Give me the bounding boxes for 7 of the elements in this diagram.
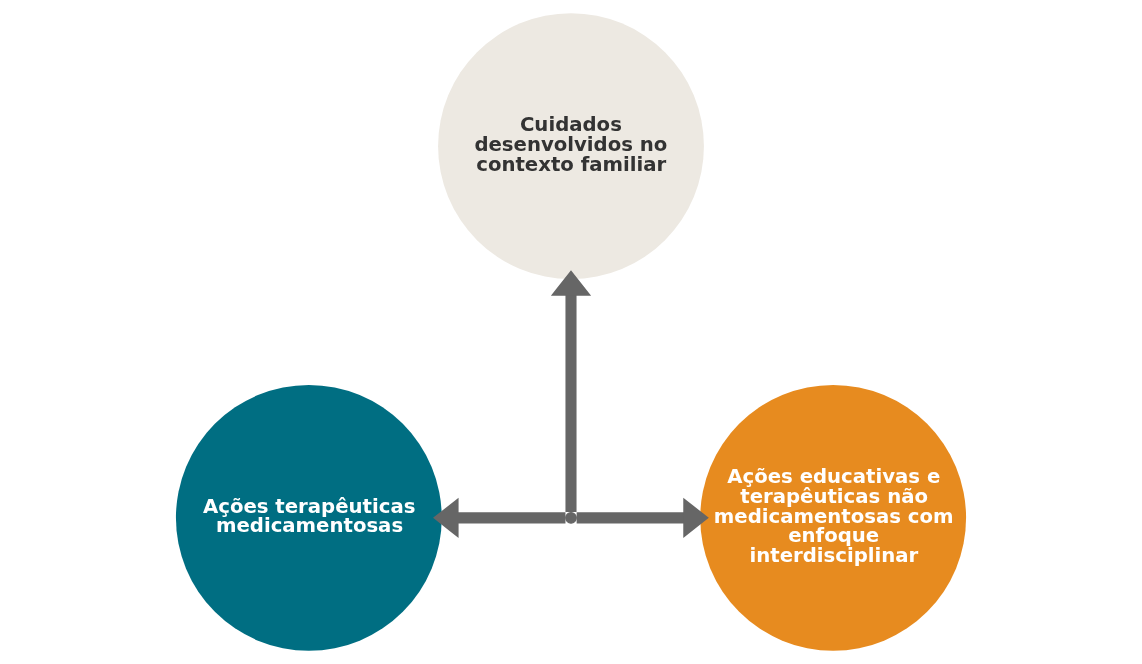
node-circle: Ações terapêuticas medicamentosas bbox=[175, 384, 442, 651]
arrow bbox=[433, 497, 566, 538]
arrow bbox=[550, 270, 592, 513]
node-circle: Cuidados desenvolvidos no contexto familiar bbox=[438, 13, 704, 280]
node-circle: Ações educativas e terapêuticas não medicamentosas com enfoque interdisciplinar bbox=[700, 384, 967, 651]
node-point bbox=[565, 511, 577, 524]
arrow bbox=[576, 497, 709, 538]
